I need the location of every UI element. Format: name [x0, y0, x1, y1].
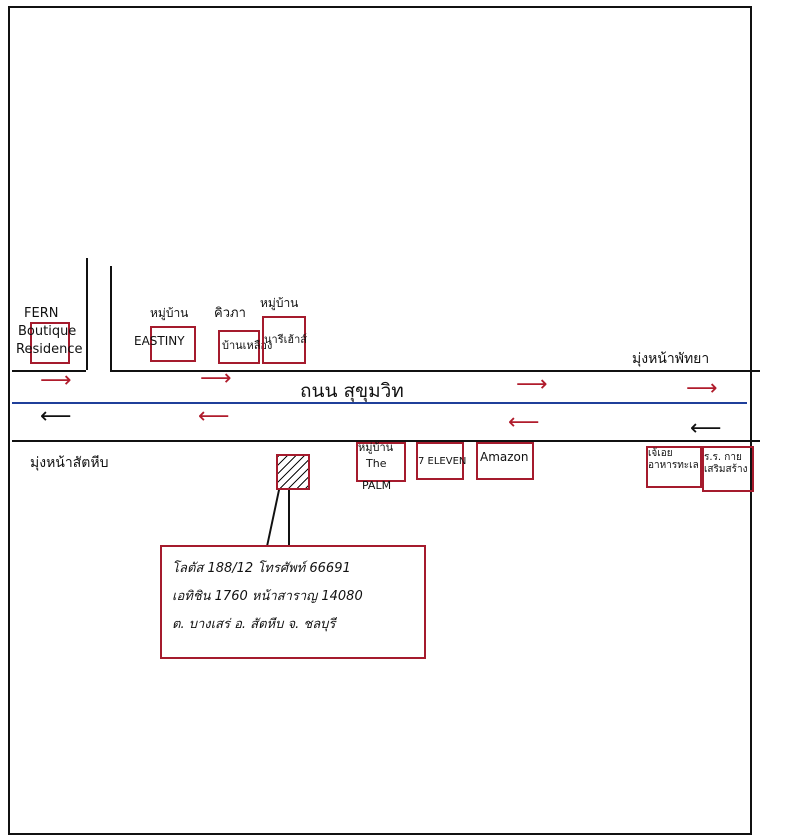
school-label: ร.ร. กายเสริมสร้าง — [704, 452, 748, 475]
arrow-left-icon: ⟵ — [690, 416, 722, 441]
side-road-right-line — [110, 266, 112, 370]
arrow-right-icon: ⟶ — [200, 366, 232, 391]
arrow-left-icon: ⟵ — [198, 404, 230, 429]
thepalm-box — [356, 442, 406, 482]
target-location-marker — [276, 454, 310, 490]
arrow-left-icon: ⟵ — [40, 404, 72, 429]
fern-box — [30, 322, 70, 364]
address-callout: โลตัส 188/12 โทรศัพท์ 66691 เอทิชิน 1760… — [160, 545, 426, 659]
callout-pointer-right — [288, 490, 290, 546]
arrow-left-icon: ⟵ — [508, 410, 540, 435]
direction-east-label: มุ่งหน้าพัทยา — [632, 351, 710, 367]
village-eastiny-name: EASTINY — [134, 334, 185, 348]
direction-west-label: มุ่งหน้าสัตหีบ — [30, 455, 109, 471]
thepalm-label: หมู่บ้าน — [358, 441, 394, 454]
side-road-left-line — [86, 258, 88, 370]
road-center-line — [12, 402, 747, 404]
road-edge-bottom — [12, 440, 760, 442]
road-edge-top — [110, 370, 760, 372]
seven-eleven-label: 7 ELEVEN — [418, 456, 467, 467]
amazon-label: Amazon — [480, 450, 529, 464]
address-line3: ต. บางเสร่ อ. สัตหีบ จ. ชลบุรี — [172, 617, 336, 632]
keo-name: บ้านเหลือง — [222, 339, 273, 352]
school-box — [702, 446, 754, 492]
map-sheet — [8, 6, 752, 835]
address-line1: โลตัส 188/12 โทรศัพท์ 66691 — [172, 561, 351, 576]
fern-boutique-residence: FERN Boutique Residence — [16, 306, 86, 364]
thepalm-name1: The — [366, 457, 387, 470]
fern-line3: Residence — [16, 342, 83, 357]
thepalm-name2: PALM — [362, 479, 392, 492]
arrow-right-icon: ⟶ — [686, 376, 718, 401]
fern-line2: Boutique — [18, 324, 77, 339]
keo-label: คิวภา — [214, 306, 246, 321]
seven-eleven-box — [416, 442, 464, 480]
village-nari-name: นารีเฮ้าส์ — [264, 333, 307, 346]
road-name: ถนน สุขุมวิท — [300, 380, 404, 402]
village-eastiny-box — [150, 326, 196, 362]
village-nari-label: หมู่บ้าน — [260, 296, 299, 310]
arrow-right-icon: ⟶ — [516, 372, 548, 397]
keo-box — [218, 330, 260, 364]
seafood-shop-label: เจ้เอย อาหารทะเล — [648, 448, 699, 471]
village-nari-box — [262, 316, 306, 364]
arrow-right-icon: ⟶ — [40, 368, 72, 393]
amazon-box — [476, 442, 534, 480]
village-eastiny-label: หมู่บ้าน — [150, 306, 189, 320]
address-line2: เอทิชิน 1760 หน้าสาราญ 14080 — [172, 589, 363, 604]
fern-line1: FERN — [24, 306, 59, 321]
road-edge-top-left — [12, 370, 86, 372]
seafood-shop-box — [646, 446, 702, 488]
